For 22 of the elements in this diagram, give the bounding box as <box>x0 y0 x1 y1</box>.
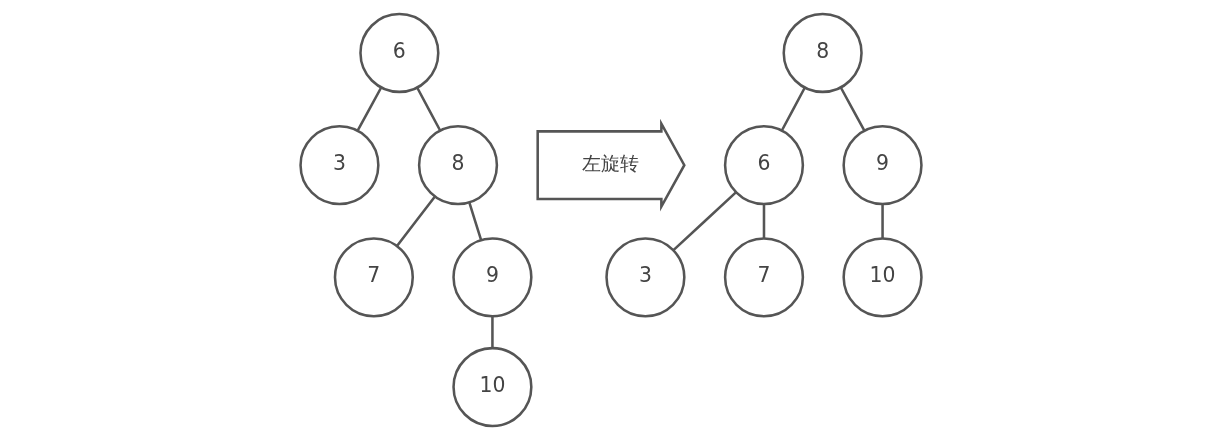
connector <box>881 203 884 238</box>
connector <box>780 86 806 131</box>
node-circle: 8 <box>417 124 499 205</box>
node-circle: 7 <box>333 236 415 318</box>
connector <box>762 203 766 238</box>
connector <box>396 195 436 246</box>
connector <box>839 86 866 131</box>
connector <box>356 86 383 131</box>
node-circle: 7 <box>723 236 805 318</box>
connector <box>416 86 442 131</box>
connector <box>491 316 494 348</box>
node-circle: 10 <box>842 236 923 318</box>
node-circle: 3 <box>605 236 686 318</box>
node-circle: 8 <box>782 12 863 93</box>
node-circle: 10 <box>452 346 533 427</box>
node-circle: 9 <box>452 236 533 318</box>
connector <box>672 191 737 251</box>
connector <box>468 202 483 240</box>
node-circle: 3 <box>299 124 380 205</box>
node-circle: 6 <box>723 124 805 205</box>
node-circle: 9 <box>842 124 923 205</box>
node-circle: 6 <box>359 12 440 93</box>
